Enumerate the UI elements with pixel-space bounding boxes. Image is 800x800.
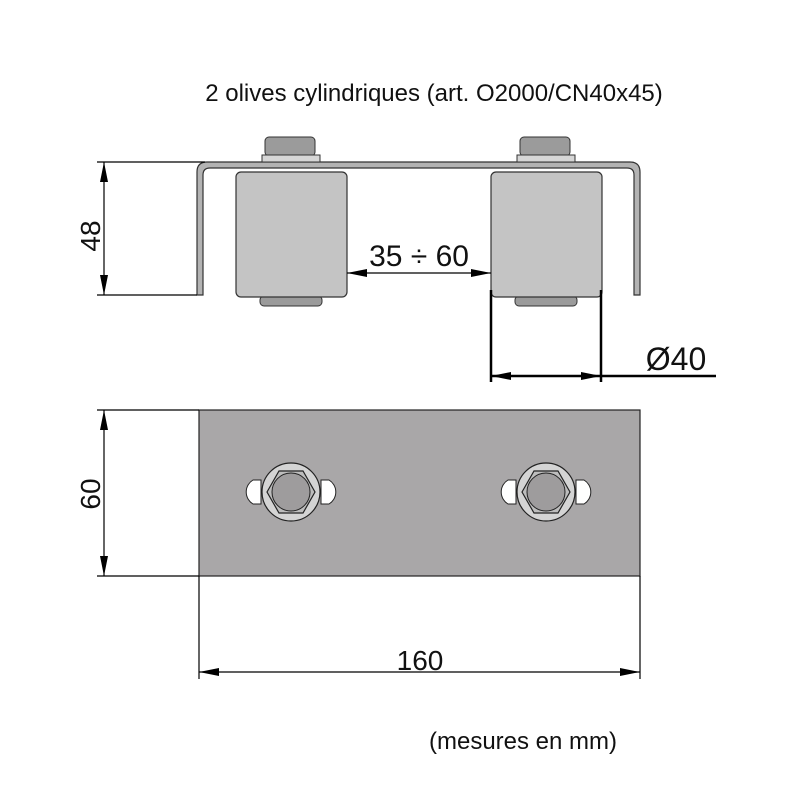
gap-label: 35 ÷ 60: [369, 240, 469, 273]
bolt-head: [519, 136, 571, 157]
roller: [490, 171, 603, 298]
bracket-plate: [196, 161, 641, 296]
units-note: (mesures en mm): [429, 728, 617, 755]
width-label: 60: [75, 478, 106, 509]
roller: [235, 171, 348, 298]
dimension-diameter: Ø40: [489, 290, 716, 382]
top-view: 60 160: [75, 409, 641, 679]
side-view: 48 35 ÷ 60 Ø40: [75, 136, 716, 382]
drawing-title: 2 olives cylindriques (art. O2000/CN40x4…: [205, 80, 663, 107]
bolt-head: [264, 136, 316, 157]
length-label: 160: [397, 645, 444, 676]
diameter-label: Ø40: [646, 341, 706, 377]
dimension-length: 160: [198, 576, 641, 679]
dimension-height: 48: [75, 161, 205, 296]
dimension-width: 60: [75, 409, 199, 577]
roller-right: [490, 136, 603, 307]
dimension-gap: 35 ÷ 60: [347, 240, 491, 277]
height-label: 48: [75, 220, 106, 251]
washer: [261, 154, 321, 163]
roller-left: [235, 136, 348, 307]
washer: [516, 154, 576, 163]
